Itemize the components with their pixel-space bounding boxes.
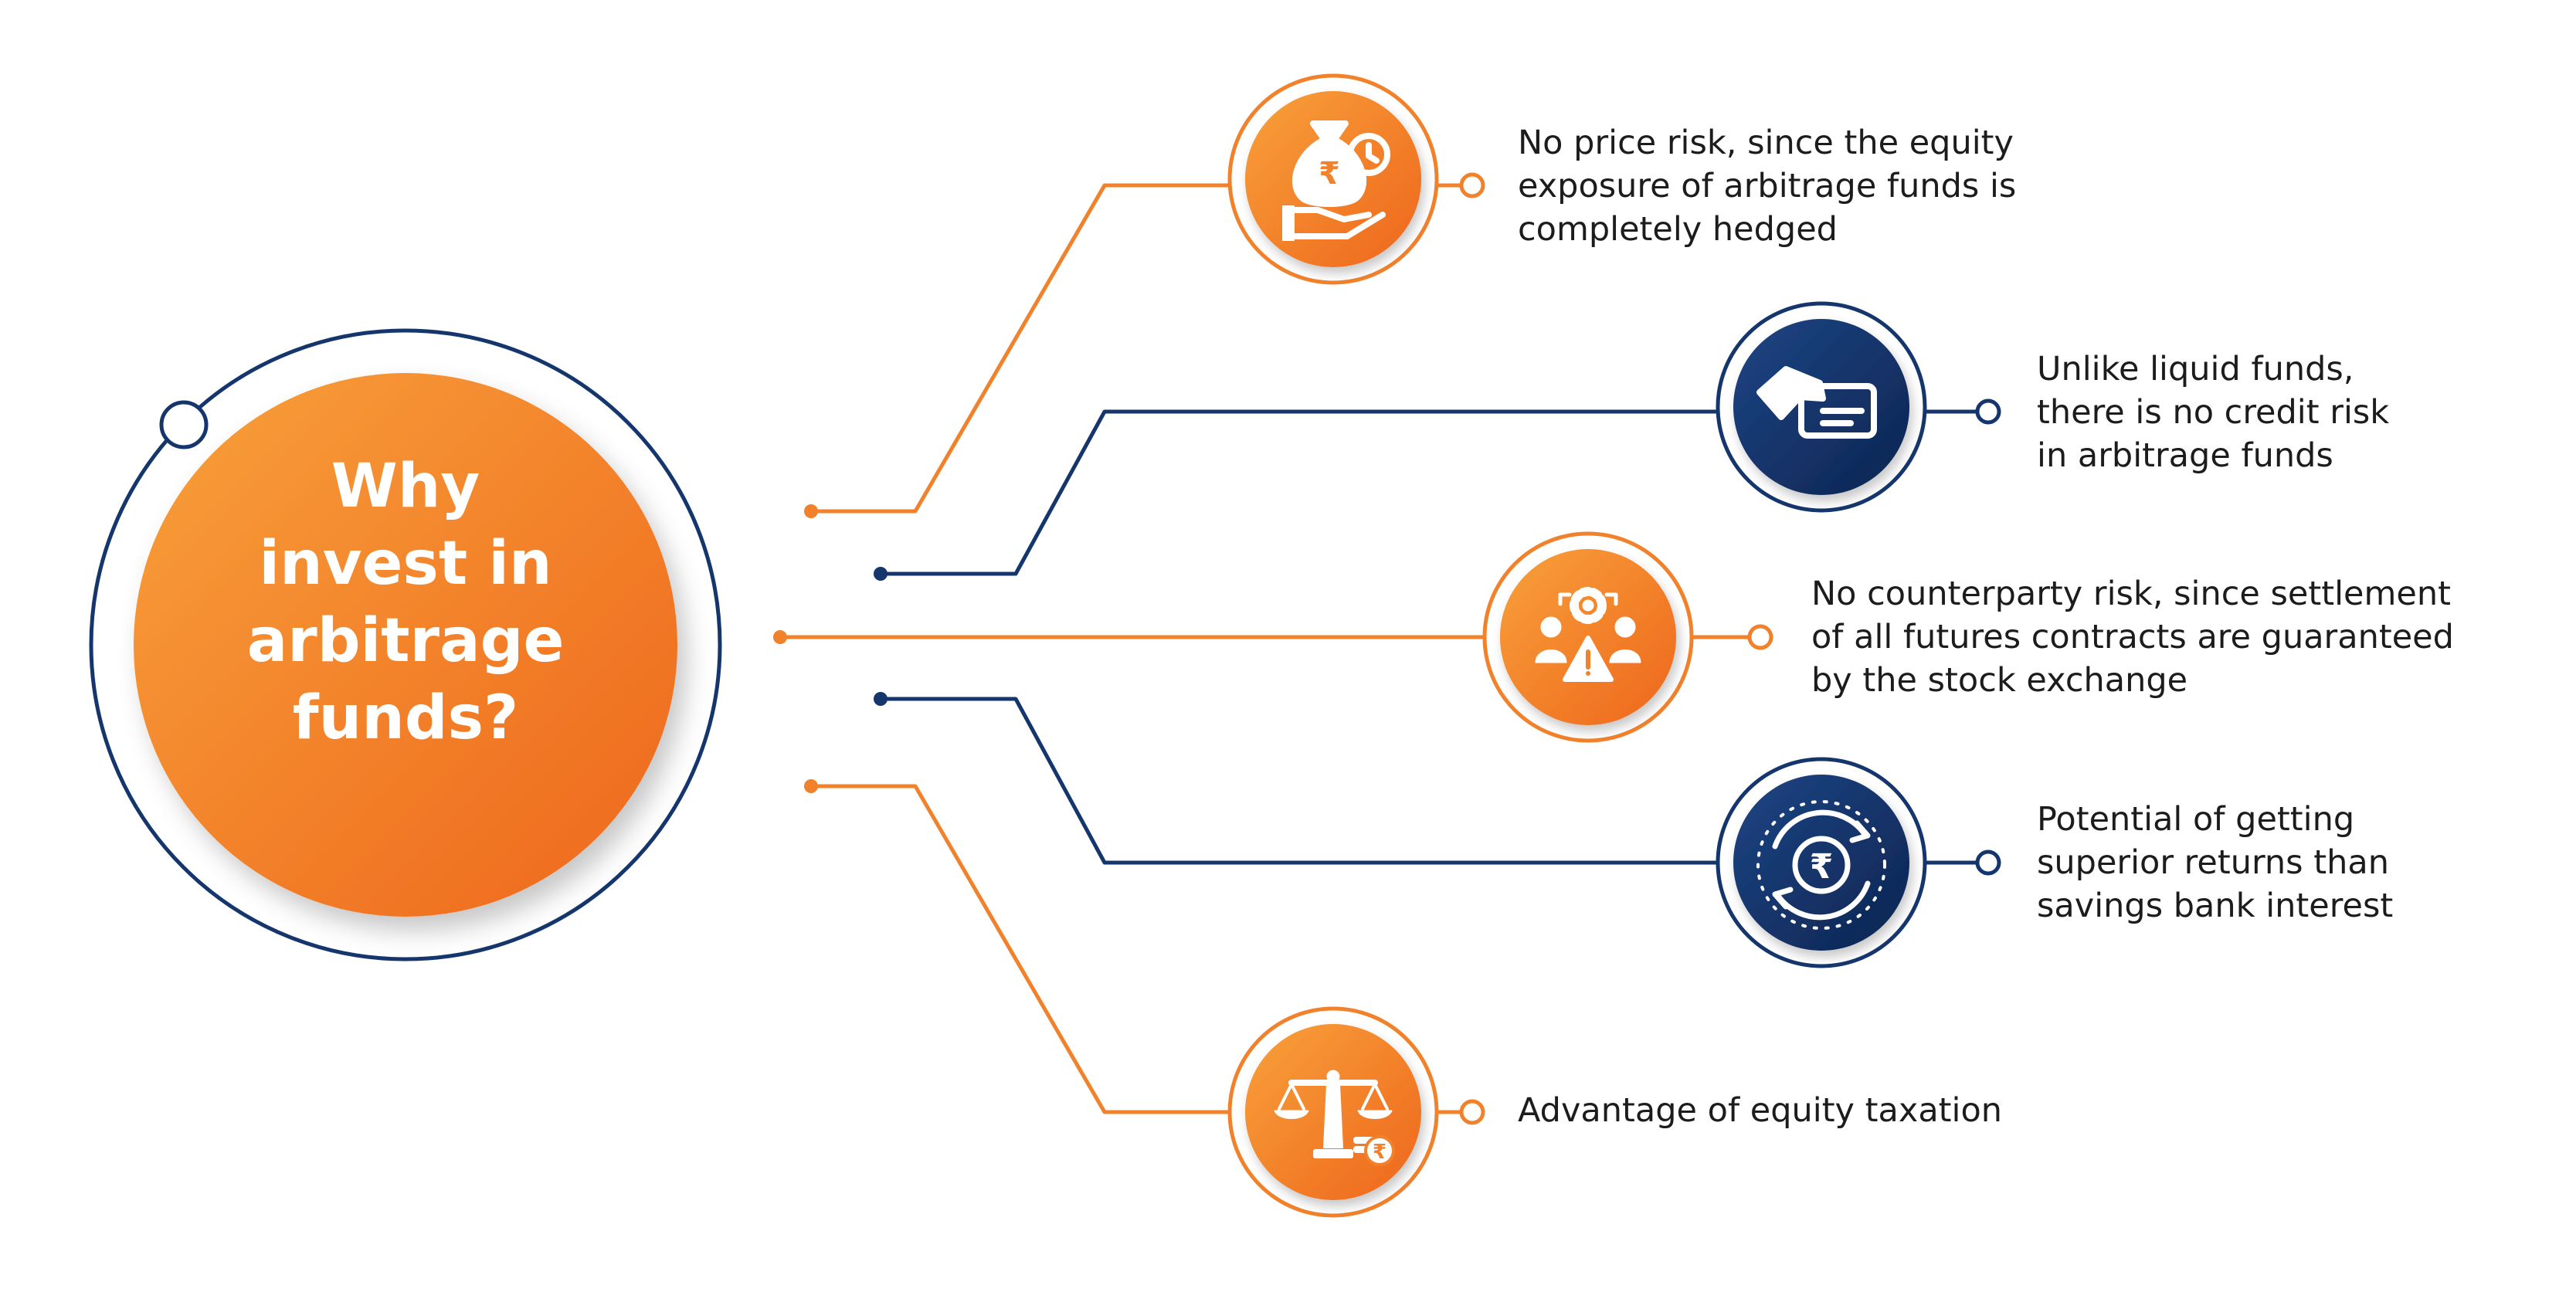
benefit-returns-text: Potential of getting superior returns th… bbox=[2037, 798, 2393, 927]
counterparty-warning-icon bbox=[1535, 587, 1641, 682]
benefit-taxation-text: Advantage of equity taxation bbox=[1518, 1089, 2002, 1132]
benefit-text-line: exposure of arbitrage funds is bbox=[1518, 167, 2017, 205]
hub-accent-ring bbox=[159, 400, 209, 449]
benefit-text-line: of all futures contracts are guaranteed bbox=[1811, 618, 2454, 656]
benefit-text-line: Unlike liquid funds, bbox=[2037, 350, 2354, 388]
start-dot-counterparty-risk bbox=[773, 630, 787, 644]
end-ring-taxation bbox=[1459, 1099, 1485, 1125]
connector-end-rings bbox=[1459, 172, 2001, 1125]
benefit-text-line: superior returns than bbox=[2037, 843, 2389, 882]
start-dot-taxation bbox=[804, 779, 818, 793]
end-ring-returns bbox=[1975, 849, 2001, 876]
benefit-credit-risk-text: Unlike liquid funds, there is no credit … bbox=[2037, 348, 2389, 477]
connector-line-credit-risk bbox=[881, 409, 1722, 576]
benefit-text-line: No price risk, since the equity bbox=[1518, 124, 2014, 162]
benefit-text-line: Potential of getting bbox=[2037, 800, 2355, 839]
badge-disc bbox=[1733, 319, 1909, 495]
connector-line-returns bbox=[881, 697, 1722, 865]
benefit-price-risk-text: No price risk, since the equity exposure… bbox=[1518, 121, 2016, 251]
benefit-text-line: by the stock exchange bbox=[1811, 661, 2188, 700]
benefit-text-line: in arbitrage funds bbox=[2037, 436, 2333, 475]
badge-disc bbox=[1733, 775, 1909, 951]
start-dot-price-risk bbox=[804, 504, 818, 518]
benefit-counterparty-risk-text: No counterparty risk, since settlement o… bbox=[1811, 572, 2454, 702]
connector-line-taxation bbox=[811, 784, 1236, 1114]
svg-text:₹: ₹ bbox=[1373, 1141, 1386, 1164]
connector-start-dots bbox=[773, 504, 888, 793]
benefit-credit-risk-badge bbox=[1716, 301, 1927, 513]
scale-coins-icon: ₹ bbox=[1274, 1070, 1395, 1166]
benefit-text-line: Advantage of equity taxation bbox=[1518, 1091, 2003, 1130]
benefit-text-line: completely hedged bbox=[1518, 210, 1838, 249]
card-hand-icon bbox=[1756, 366, 1877, 439]
start-dot-returns bbox=[874, 692, 888, 706]
rupee-cycle-icon: ₹ bbox=[1756, 800, 1886, 930]
hub bbox=[89, 328, 722, 961]
end-ring-credit-risk bbox=[1975, 398, 2001, 425]
benefit-price-risk-badge: ₹ bbox=[1227, 73, 1439, 285]
benefit-returns-badge: ₹ bbox=[1716, 757, 1927, 968]
hub-disc bbox=[134, 373, 677, 917]
connector-line-price-risk bbox=[811, 183, 1236, 514]
benefit-taxation-badge: ₹ bbox=[1227, 1006, 1439, 1218]
benefit-counterparty-risk-badge bbox=[1482, 531, 1694, 743]
end-ring-counterparty-risk bbox=[1747, 624, 1773, 650]
benefit-text-line: No counterparty risk, since settlement bbox=[1811, 575, 2451, 613]
benefit-text-line: savings bank interest bbox=[2037, 887, 2394, 925]
svg-text:₹: ₹ bbox=[1810, 847, 1834, 887]
end-ring-price-risk bbox=[1459, 172, 1485, 198]
start-dot-credit-risk bbox=[874, 567, 888, 581]
benefit-text-line: there is no credit risk bbox=[2037, 393, 2390, 432]
svg-text:₹: ₹ bbox=[1319, 156, 1340, 192]
money-bag-hand-icon: ₹ bbox=[1282, 120, 1390, 241]
